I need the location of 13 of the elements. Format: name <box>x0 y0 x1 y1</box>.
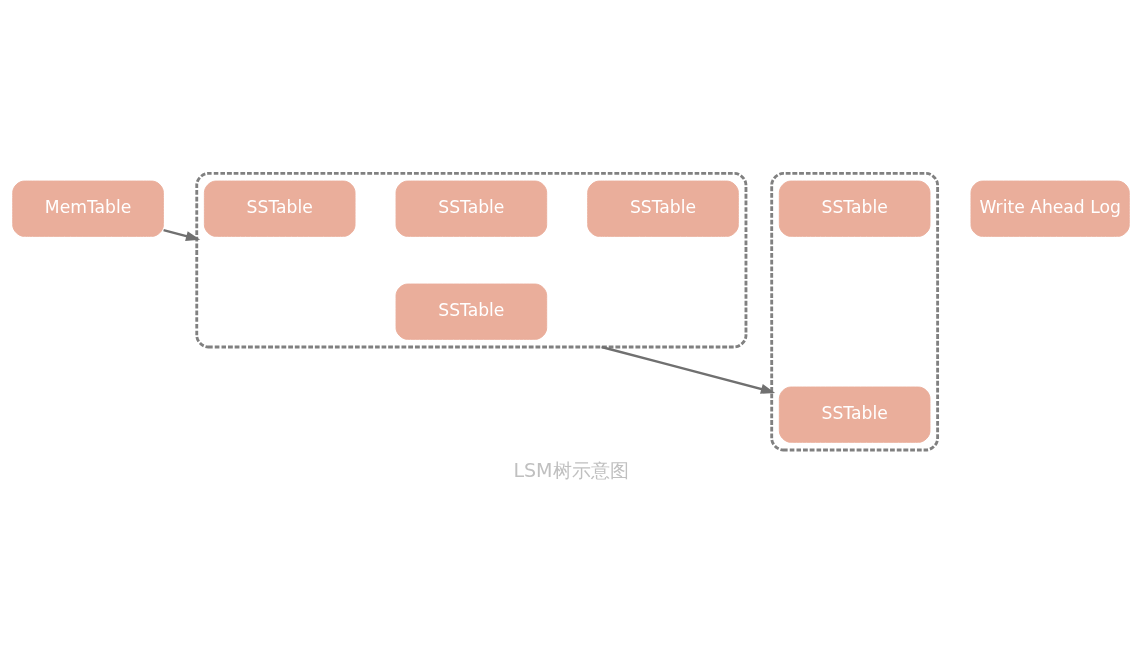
cluster <box>195 172 748 349</box>
node-box: SSTable <box>778 180 931 237</box>
node-box: SSTable <box>395 180 548 237</box>
node-box: SSTable <box>587 180 739 237</box>
node-box: MemTable <box>12 180 164 237</box>
node-box: SSTable <box>203 180 356 237</box>
cluster <box>770 172 940 452</box>
node-box: SSTable <box>778 386 931 443</box>
caption: LSM树示意图 <box>513 458 629 481</box>
node-box: SSTable <box>395 283 548 340</box>
arrow <box>601 345 776 394</box>
node-box: Write Ahead Log <box>970 180 1130 237</box>
arrow <box>163 228 201 241</box>
